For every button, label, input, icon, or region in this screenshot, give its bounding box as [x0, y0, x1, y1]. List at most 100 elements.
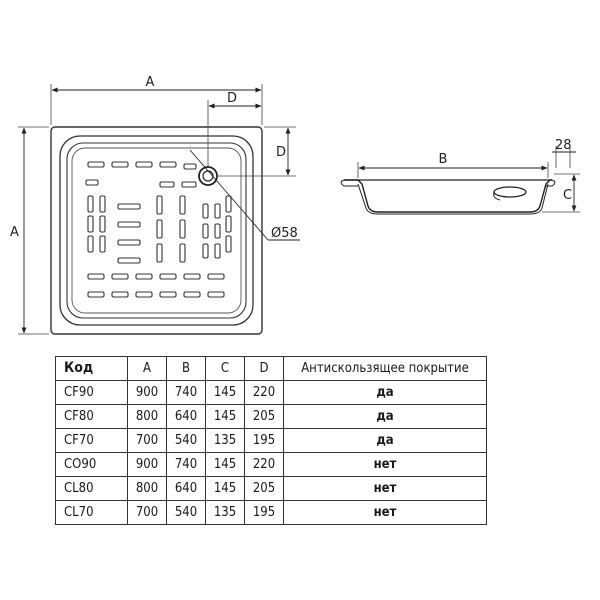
table-row: CF90 900 740 145 220 да — [55, 380, 487, 405]
dim-28-label: 28 — [555, 138, 572, 153]
cell-c: 135 — [205, 428, 245, 453]
anti-slip-slot — [159, 273, 177, 280]
dim-a-side-label: A — [10, 225, 19, 240]
cell-anti-slip: да — [283, 428, 487, 453]
cell-d: 205 — [244, 404, 284, 429]
anti-slip-slot — [159, 291, 177, 298]
anti-slip-slot — [202, 203, 209, 219]
anti-slip-slot — [225, 235, 232, 253]
cell-d: 195 — [244, 428, 284, 453]
cell-code: CL70 — [55, 500, 128, 525]
cell-a: 700 — [127, 500, 167, 525]
anti-slip-slot — [87, 291, 105, 298]
anti-slip-slot — [87, 235, 94, 253]
dim-c-label: C — [563, 188, 572, 203]
cell-a: 900 — [127, 452, 167, 477]
header-code: Код — [55, 356, 128, 381]
anti-slip-slot — [225, 215, 232, 233]
cell-code: CF90 — [55, 380, 128, 405]
shower-tray-technical-drawing: A D A D Ø58 B 28 C — [10, 75, 580, 335]
anti-slip-slot — [85, 179, 99, 186]
cell-anti-slip: нет — [283, 500, 487, 525]
anti-slip-slot — [111, 273, 129, 280]
cell-code: CF80 — [55, 404, 128, 429]
cell-c: 135 — [205, 500, 245, 525]
anti-slip-slot — [225, 195, 232, 213]
cell-code: CF70 — [55, 428, 128, 453]
anti-slip-slot — [202, 243, 209, 259]
anti-slip-slot — [87, 195, 94, 213]
tray-side-profile — [344, 179, 552, 213]
anti-slip-slot — [214, 223, 221, 239]
tray-basin-inner-line — [71, 147, 242, 314]
side-view — [340, 179, 556, 215]
anti-slip-slot — [159, 161, 177, 168]
cell-b: 740 — [166, 380, 206, 405]
dim-d-side-label: D — [276, 145, 286, 160]
header-anti-slip: Антискользящее покрытие — [283, 356, 487, 381]
cell-b: 640 — [166, 476, 206, 501]
cell-b: 740 — [166, 452, 206, 477]
tray-outer-rim — [50, 126, 263, 335]
anti-slip-slot — [207, 273, 225, 280]
anti-slip-slot — [214, 243, 221, 259]
cell-anti-slip: нет — [283, 476, 487, 501]
cell-b: 540 — [166, 500, 206, 525]
cell-anti-slip: нет — [283, 452, 487, 477]
cell-b: 540 — [166, 428, 206, 453]
anti-slip-slot — [156, 219, 163, 239]
anti-slip-slot — [87, 161, 105, 168]
table-row: CF80 800 640 145 205 да — [55, 404, 487, 429]
tray-rim-lip-right — [546, 179, 556, 187]
cell-a: 800 — [127, 404, 167, 429]
anti-slip-slot — [207, 291, 225, 298]
cell-anti-slip: да — [283, 380, 487, 405]
anti-slip-pattern — [85, 161, 232, 298]
anti-slip-slot — [183, 163, 197, 170]
cell-c: 145 — [205, 452, 245, 477]
anti-slip-slot — [156, 243, 163, 263]
header-a: A — [127, 356, 167, 381]
anti-slip-slot — [111, 161, 129, 168]
tray-side-profile-inner — [357, 183, 549, 215]
cell-d: 220 — [244, 380, 284, 405]
anti-slip-slot — [99, 215, 106, 233]
anti-slip-slot — [214, 203, 221, 219]
anti-slip-slot — [117, 257, 141, 264]
anti-slip-slot — [179, 219, 186, 239]
tray-rim-lip-left — [340, 179, 358, 187]
cell-code: CO90 — [55, 452, 128, 477]
cell-c: 145 — [205, 404, 245, 429]
drain-diameter-label: Ø58 — [271, 226, 298, 241]
cell-d: 195 — [244, 500, 284, 525]
cell-c: 145 — [205, 476, 245, 501]
cell-a: 700 — [127, 428, 167, 453]
cell-code: CL80 — [55, 476, 128, 501]
anti-slip-slot — [111, 291, 129, 298]
top-view — [50, 126, 263, 335]
header-d: D — [244, 356, 284, 381]
table-header-row: Код A B C D Антискользящее покрытие — [55, 356, 487, 381]
anti-slip-slot — [181, 181, 197, 188]
cell-b: 640 — [166, 404, 206, 429]
dim-a-top-label: A — [146, 75, 155, 90]
table-row: CF70 700 540 135 195 да — [55, 428, 487, 453]
anti-slip-slot — [99, 235, 106, 253]
anti-slip-slot — [159, 181, 175, 188]
table-row: CL80 800 640 145 205 нет — [55, 476, 487, 501]
drain-siphon-outlet — [493, 191, 501, 201]
drain-hole — [198, 166, 218, 186]
anti-slip-slot — [99, 195, 106, 213]
anti-slip-slot — [179, 195, 186, 215]
cell-a: 900 — [127, 380, 167, 405]
specification-table: Код A B C D Антискользящее покрытие CF90… — [55, 356, 487, 525]
anti-slip-slot — [117, 203, 141, 210]
anti-slip-slot — [183, 273, 201, 280]
anti-slip-slot — [117, 239, 141, 246]
anti-slip-slot — [135, 291, 153, 298]
table-row: CO90 900 740 145 220 нет — [55, 452, 487, 477]
tray-inner-edge — [59, 135, 254, 326]
anti-slip-slot — [87, 215, 94, 233]
tray-basin-floor — [66, 142, 247, 319]
cell-d: 220 — [244, 452, 284, 477]
